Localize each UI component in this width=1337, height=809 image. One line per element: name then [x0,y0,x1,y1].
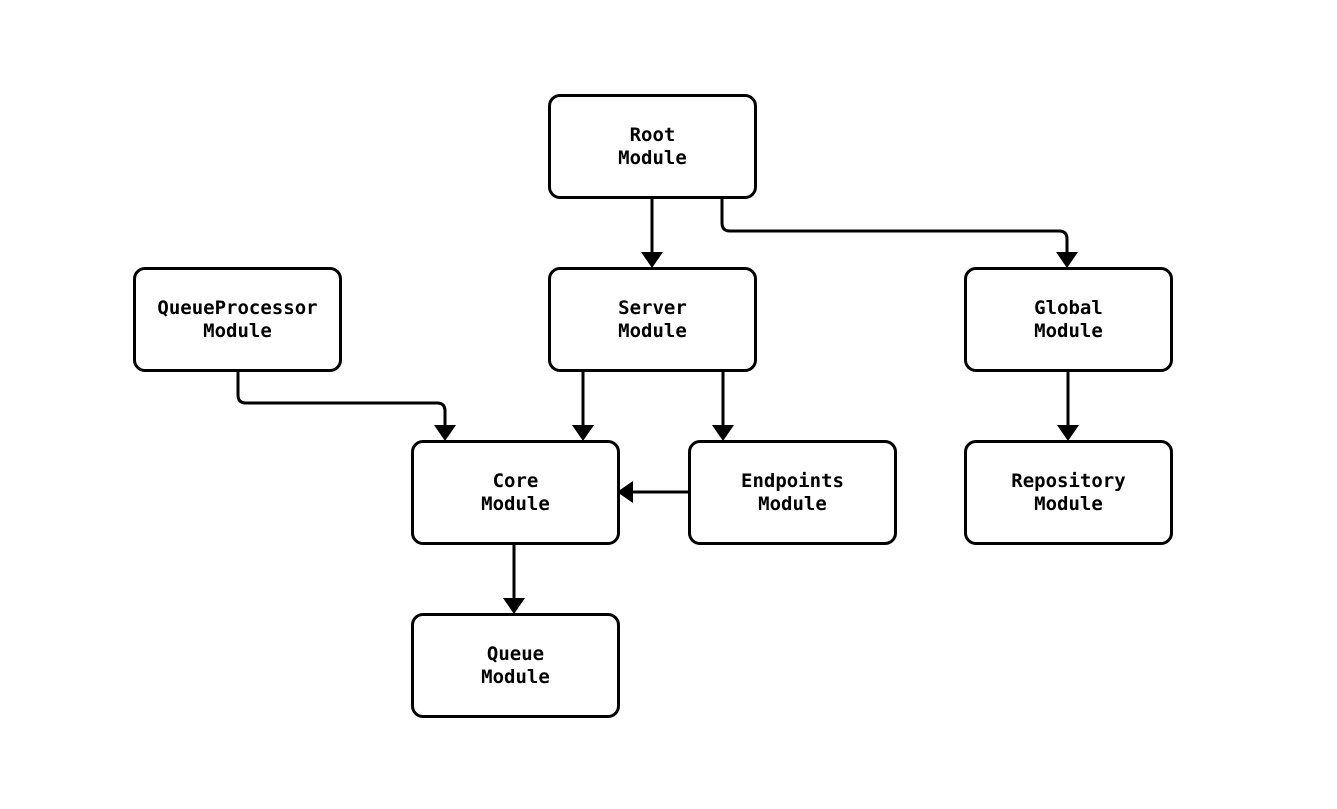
node-label: Module [481,492,550,515]
node-label: Repository [1011,469,1126,492]
node-endpoints-module: Endpoints Module [688,440,897,545]
node-label: Module [481,665,550,688]
node-queue-module: Queue Module [411,613,620,718]
node-label: Root [629,123,676,146]
node-label: Global [1034,296,1103,319]
node-core-module: Core Module [411,440,620,545]
node-label: Core [492,469,539,492]
node-label: Module [758,492,827,515]
edge-root-to-global [720,198,1078,268]
node-label: Server [618,296,687,319]
node-label: Module [203,319,272,342]
node-root-module: Root Module [548,94,757,199]
node-label: Queue [486,642,545,665]
node-queueprocessor-module: QueueProcessor Module [133,267,342,372]
edge-queueprocessor-to-core [236,372,456,441]
node-label: QueueProcessor [157,296,318,319]
node-label: Module [618,146,687,169]
node-label: Endpoints [741,469,844,492]
node-repository-module: Repository Module [964,440,1173,545]
node-label: Module [1034,319,1103,342]
node-label: Module [618,319,687,342]
node-server-module: Server Module [548,267,757,372]
node-global-module: Global Module [964,267,1173,372]
node-label: Module [1034,492,1103,515]
